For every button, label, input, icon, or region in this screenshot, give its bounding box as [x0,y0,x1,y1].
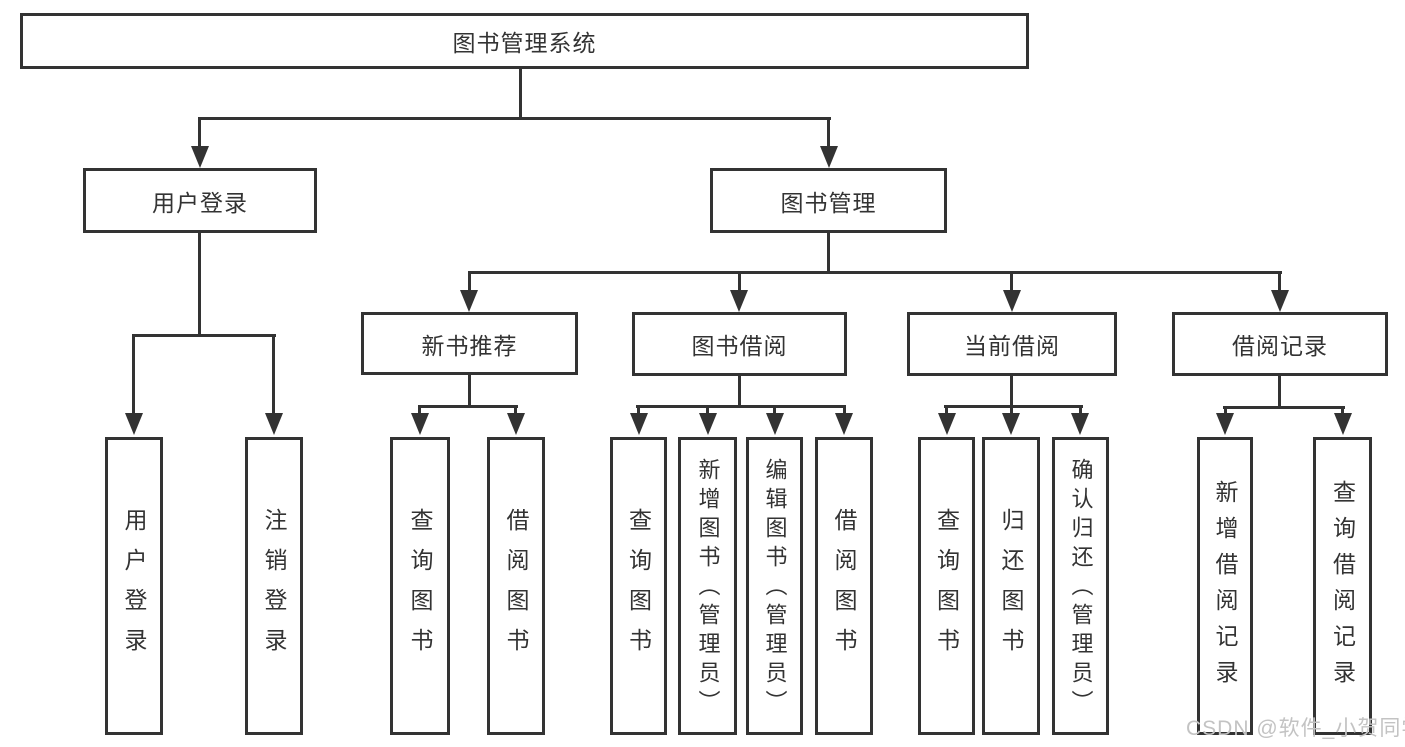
connector-leaf-stem [843,405,846,415]
leaf-add-books-admin: 新增图书（管理员） [678,437,737,735]
arrowhead-down-icon [730,290,748,312]
connector-leaf-stem [773,405,776,415]
arrowhead-down-icon [820,146,838,168]
node-book-management: 图书管理 [710,168,947,233]
arrowhead-down-icon [507,413,525,435]
node-root: 图书管理系统 [20,13,1029,69]
watermark: CSDN @软件_小贺同学 [1186,717,1405,740]
connector-leaf-stem [1224,406,1227,415]
arrowhead-down-icon [1334,413,1352,435]
connector-section-down [738,376,741,406]
arrowhead-down-icon [460,290,478,312]
arrowhead-down-icon [1216,413,1234,435]
connector-leaf-stem [706,405,709,415]
connector-mgmt-stem [827,117,830,147]
connector-root-stem [519,69,522,117]
arrowhead-down-icon [1271,290,1289,312]
connector-login-stem [198,117,201,147]
arrowhead-down-icon [766,413,784,435]
node-borrow-records: 借阅记录 [1172,312,1388,376]
connector-login-crossbar [132,334,276,337]
connector-section-stem [468,271,471,291]
connector-mgmt-crossbar [468,271,1282,274]
arrowhead-down-icon [1002,413,1020,435]
node-user-login: 用户登录 [83,168,317,233]
connector-leaf-stem [945,405,948,415]
connector-leaf-stem [132,334,135,415]
connector-leaf-stem [1010,405,1013,415]
arrowhead-down-icon [125,413,143,435]
leaf-query-books-recommend: 查询图书 [390,437,450,735]
connector-login-down [198,233,201,335]
leaf-borrow-books: 借阅图书 [815,437,873,735]
connector-section-crossbar [944,405,1083,408]
arrowhead-down-icon [630,413,648,435]
leaf-add-borrow-record: 新增借阅记录 [1197,437,1253,735]
connector-section-down [468,375,471,408]
arrowhead-down-icon [699,413,717,435]
leaf-return-books: 归还图书 [982,437,1040,735]
leaf-query-borrow-record: 查询借阅记录 [1313,437,1372,735]
leaf-confirm-return-admin: 确认归还（管理员） [1052,437,1109,735]
connector-root-crossbar [198,117,831,120]
connector-section-stem [1278,271,1281,291]
node-book-borrow: 图书借阅 [632,312,847,376]
connector-section-crossbar [1223,406,1345,409]
connector-leaf-stem [272,334,275,415]
node-new-book-recommend: 新书推荐 [361,312,578,375]
connector-leaf-stem [1079,405,1082,415]
connector-section-crossbar [418,405,518,408]
arrowhead-down-icon [1071,413,1089,435]
connector-section-stem [1010,271,1013,291]
connector-section-down [1278,376,1281,407]
arrowhead-down-icon [835,413,853,435]
arrowhead-down-icon [1003,290,1021,312]
arrowhead-down-icon [265,413,283,435]
leaf-logout: 注销登录 [245,437,303,735]
leaf-query-books-borrow: 查询图书 [610,437,667,735]
node-current-borrow: 当前借阅 [907,312,1117,376]
connector-leaf-stem [418,405,421,415]
connector-leaf-stem [514,405,517,415]
leaf-edit-books-admin: 编辑图书（管理员） [746,437,803,735]
connector-leaf-stem [1341,406,1344,415]
arrowhead-down-icon [191,146,209,168]
arrowhead-down-icon [938,413,956,435]
connector-leaf-stem [637,405,640,415]
leaf-user-login: 用户登录 [105,437,163,735]
leaf-borrow-books-recommend: 借阅图书 [487,437,545,735]
arrowhead-down-icon [411,413,429,435]
connector-section-stem [738,271,741,291]
connector-section-down [1010,376,1013,406]
connector-section-crossbar [636,405,846,408]
leaf-query-books-current: 查询图书 [918,437,975,735]
connector-mgmt-down [827,233,830,273]
